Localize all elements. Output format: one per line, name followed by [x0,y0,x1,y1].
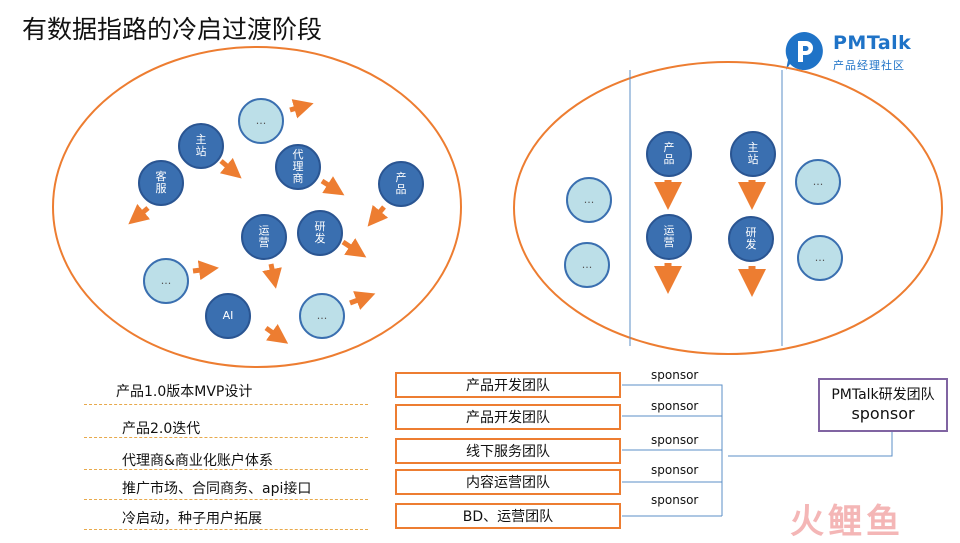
node-dots-1: ... [238,98,284,144]
node-zhuzhan: 主站 [178,123,224,169]
node-r-chanpin: 产品 [646,131,692,177]
team-box: 线下服务团队 [395,438,621,464]
pmtalk-box-sponsor: sponsor [851,404,915,423]
team-box: 内容运营团队 [395,469,621,495]
connector-pmtalk [728,432,893,457]
task-item: 推广市场、合同商务、api接口 [84,478,368,500]
sponsor-label: sponsor [651,493,699,507]
node-r-yunying: 运营 [646,214,692,260]
node-chanpin: 产品 [378,161,424,207]
node-yunying: 运营 [241,214,287,260]
watermark: 火鲤鱼 [790,502,904,542]
arrow-ai-right [264,324,289,344]
arrow-yanfa-right [341,238,367,258]
node-dailishang: 代理商 [275,144,321,190]
node-dots-3: ... [299,293,345,339]
arrow-dots2-right [192,260,219,281]
logo-subtitle: 产品经理社区 [833,59,905,72]
sponsor-label: sponsor [651,399,699,413]
pmtalk-box-title: PMTalk研发团队 [831,387,935,403]
team-box: 产品开发团队 [395,372,621,398]
arrow-dots3-right [349,291,376,310]
page-title: 有数据指路的冷启过渡阶段 [22,15,323,44]
chat-bubble-p-icon [785,32,823,70]
sponsor-label: sponsor [651,433,699,447]
arrow-zhuzhan-daili [219,157,242,179]
right-ellipse [513,61,943,355]
sponsor-label: sponsor [651,463,699,477]
logo-name: PMTalk [833,32,912,54]
node-r-zhuzhan: 主站 [730,131,776,177]
node-kefu: 客服 [138,160,184,206]
node-r-dots-l1: ... [566,177,612,223]
node-dots-2: ... [143,258,189,304]
task-item: 产品2.0迭代 [84,418,368,438]
arrow-kefu-down [128,203,151,225]
task-item: 产品1.0版本MVP设计 [84,381,368,405]
left-ellipse [52,46,462,368]
node-r-yanfa: 研发 [728,216,774,262]
arrow-dots1-out [289,99,314,119]
task-item: 代理商&商业化账户体系 [84,450,368,470]
arrow-chanpin-down [367,204,389,227]
node-r-dots-r1: ... [795,159,841,205]
sponsor-label: sponsor [651,368,699,382]
node-yanfa: 研发 [297,210,343,256]
node-r-dots-l2: ... [564,242,610,288]
arrow-daili-right [320,176,345,196]
node-r-dots-r2: ... [797,235,843,281]
task-item: 冷启动，种子用户拓展 [84,508,368,530]
arrow-yunying-down [262,263,282,289]
pmtalk-sponsor-box: PMTalk研发团队 sponsor [818,378,948,432]
connector-team1 [622,384,723,516]
node-ai: AI [205,293,251,339]
team-box: BD、运营团队 [395,503,621,529]
team-box: 产品开发团队 [395,404,621,430]
